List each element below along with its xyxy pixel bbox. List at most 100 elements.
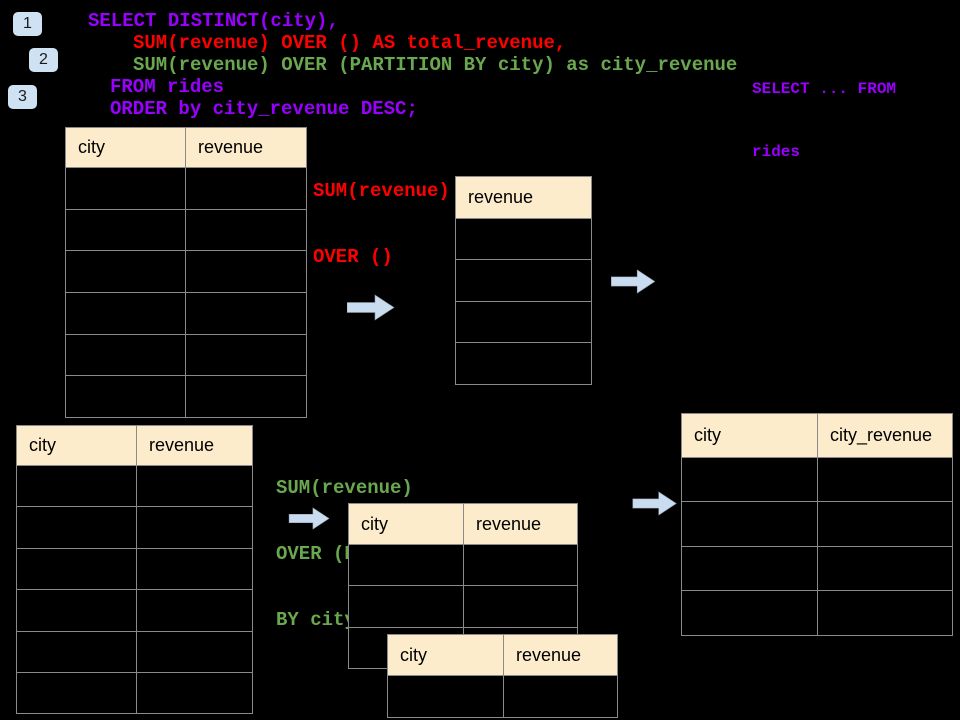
- step-badge-1: 1: [13, 12, 42, 36]
- table-row: [349, 586, 578, 628]
- table-row: [66, 376, 307, 419]
- step-badge-3: 3: [8, 85, 37, 109]
- table-row: [388, 676, 618, 718]
- table-cell: [388, 676, 504, 718]
- table-row: [456, 219, 592, 261]
- step-badge-1-label: 1: [23, 15, 32, 32]
- side-note-line-1: SELECT ... FROM: [752, 80, 897, 98]
- table-cell: [66, 168, 186, 210]
- table-cell: [186, 334, 307, 377]
- table-cell: [137, 507, 253, 549]
- table-cell: [66, 209, 186, 252]
- table-row: [682, 458, 953, 503]
- table-row: [66, 209, 307, 252]
- table-row: [17, 672, 253, 715]
- step-badge-2-label: 2: [39, 51, 48, 68]
- table-cell: [818, 458, 953, 503]
- column-header-revenue: revenue: [464, 504, 578, 545]
- side-note-select-from-rides: SELECT ... FROM rides: [752, 37, 896, 205]
- window-total-label: SUM(revenue) OVER (): [313, 136, 450, 312]
- column-header-revenue: revenue: [456, 177, 592, 219]
- table-row: [456, 260, 592, 302]
- column-header-city_revenue: city_revenue: [818, 414, 953, 458]
- column-header-city: city: [66, 128, 186, 168]
- column-header-city: city: [349, 504, 464, 545]
- window-total-label-line-2: OVER (): [313, 246, 393, 268]
- table-row: [17, 548, 253, 591]
- table-cell: [66, 376, 186, 419]
- column-header-revenue: revenue: [186, 128, 307, 168]
- table-cell: [17, 672, 137, 715]
- sql-line-3: SUM(revenue) OVER (PARTITION BY city) as…: [133, 54, 738, 76]
- table-row: [66, 251, 307, 294]
- table-cell: [504, 676, 618, 718]
- table-cell: [186, 168, 307, 210]
- arrow-right-icon: [288, 507, 330, 530]
- table-cell: [17, 548, 137, 591]
- table-cell: [818, 502, 953, 547]
- table-cell: [682, 502, 818, 547]
- table-row: [17, 466, 253, 508]
- step-badge-3-label: 3: [18, 88, 27, 105]
- table-cell: [456, 301, 592, 344]
- table-row: [456, 301, 592, 344]
- table-row: [349, 545, 578, 587]
- table-cell: [682, 546, 818, 592]
- table-cell: [186, 293, 307, 335]
- table-cell: [17, 631, 137, 673]
- table-cell: [456, 343, 592, 385]
- table-cell: [17, 466, 137, 508]
- window-total-label-line-1: SUM(revenue): [313, 180, 450, 202]
- side-note-line-2: rides: [752, 143, 801, 161]
- table-cell: [137, 631, 253, 673]
- table-cell: [186, 209, 307, 252]
- arrow-right-icon: [632, 491, 677, 516]
- sql-line-1: SELECT DISTINCT(city),: [88, 10, 339, 32]
- table-cell: [186, 251, 307, 294]
- table-row: [66, 334, 307, 377]
- table-row: [17, 590, 253, 632]
- table-row: [66, 168, 307, 210]
- total-revenue-table: revenue: [455, 176, 592, 385]
- table-cell: [186, 376, 307, 419]
- table-cell: [682, 591, 818, 636]
- sql-line-2: SUM(revenue) OVER () AS total_revenue,: [133, 32, 567, 54]
- table-header-row: revenue: [456, 177, 592, 219]
- sql-line-4: FROM rides: [110, 76, 225, 98]
- step-badge-2: 2: [29, 48, 58, 72]
- table-cell: [464, 586, 578, 628]
- table-cell: [818, 591, 953, 636]
- table-cell: [456, 260, 592, 302]
- table-row: [17, 631, 253, 673]
- table-cell: [66, 293, 186, 335]
- table-cell: [682, 458, 818, 503]
- table-cell: [137, 548, 253, 591]
- column-header-revenue: revenue: [137, 426, 253, 466]
- table-row: [682, 546, 953, 592]
- table-cell: [349, 545, 464, 587]
- table-cell: [349, 586, 464, 628]
- column-header-city: city: [388, 635, 504, 676]
- table-cell: [66, 334, 186, 377]
- table-cell: [464, 545, 578, 587]
- column-header-city: city: [17, 426, 137, 466]
- table-row: [17, 507, 253, 549]
- arrow-right-icon: [347, 294, 395, 321]
- sql-line-5: ORDER by city_revenue DESC;: [110, 98, 418, 120]
- table-row: [682, 591, 953, 636]
- column-header-city: city: [682, 414, 818, 458]
- table-row: [682, 502, 953, 547]
- table-cell: [818, 546, 953, 592]
- table-cell: [17, 590, 137, 632]
- column-header-revenue: revenue: [504, 635, 618, 676]
